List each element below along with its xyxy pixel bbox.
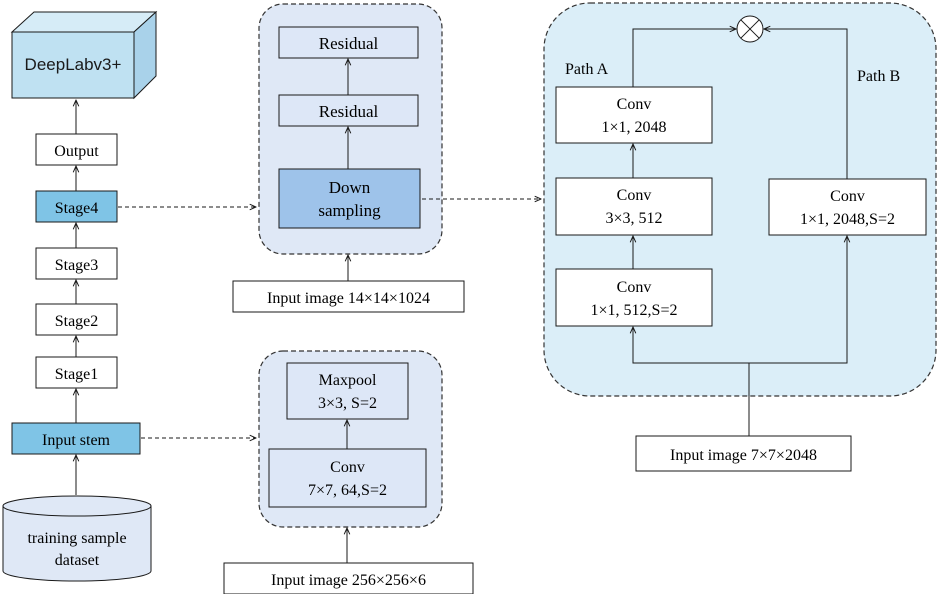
multiply-node [736,15,764,43]
conv-a2-box [555,177,713,236]
dataset-cylinder: training sample dataset [2,495,152,582]
stage4-box [35,190,118,223]
conv-a2-label-line2: 3×3, 512 [605,210,662,227]
down-sampling-box [278,168,421,229]
dataset-label-line1: training sample [27,530,126,547]
down-sampling-label-line1: Down [329,178,371,197]
residual-top-label: Residual [319,34,379,53]
cube-top-face [10,11,158,33]
downsampling-input-box [635,435,852,472]
conv-a3-label-line2: 1×1, 512,S=2 [591,302,678,319]
stage4-label: Stage4 [55,200,99,217]
residual-box-mid [278,94,419,127]
conv-b-box [768,178,927,236]
maxpool-label-line1: Maxpool [319,372,377,389]
residual-box-top [278,26,419,59]
conv-a3-label-line1: Conv [617,279,652,296]
conv-b-label-line2: 1×1, 2048,S=2 [800,211,895,228]
output-box [35,133,118,166]
downsampling-input-label: Input image 7×7×2048 [670,447,817,464]
stage3-label: Stage3 [55,257,99,274]
stem-input-label: Input image 256×256×6 [271,572,426,589]
stage4-input-label: Input image 14×14×1024 [267,290,430,307]
path-a-label: Path A [565,61,609,78]
arrow-split-to-a3 [633,327,749,364]
stage1-label: Stage1 [55,366,99,383]
arrow-split-to-b [749,236,847,364]
residual-mid-label: Residual [319,102,379,121]
conv-a3-box [555,268,713,327]
input-stem-box [11,422,141,455]
input-stem-label: Input stem [42,432,111,449]
stem-conv-box [268,448,427,508]
conv-a2-label-line1: Conv [617,187,652,204]
arrow-a1-to-multiply [632,29,736,87]
maxpool-label-line2: 3×3, S=2 [318,395,377,412]
cube-front-face [11,31,135,99]
stage1-box [35,356,118,389]
deeplabv3-cube: DeepLabv3+ [10,10,158,100]
cylinder-body [2,505,152,582]
dataset-label-line2: dataset [55,552,100,569]
stage2-label: Stage2 [55,313,99,330]
multiply-cross-2 [740,19,760,39]
conv-b-label-line1: Conv [830,188,865,205]
stem-input-box [223,562,474,594]
stem-conv-label-line1: Conv [330,459,365,476]
maxpool-box [286,362,409,420]
stem-conv-label-line2: 7×7, 64,S=2 [308,482,387,499]
cylinder-top [2,495,152,517]
stage3-box [35,247,118,280]
output-label: Output [54,143,99,160]
conv-a1-box [555,86,713,144]
conv-a1-label-line1: Conv [617,96,652,113]
down-sampling-label-line2: sampling [318,201,381,220]
arrow-b-to-multiply [764,29,848,179]
stage2-box [35,303,118,336]
path-b-label: Path B [857,68,900,85]
conv-a1-label-line2: 1×1, 2048 [601,119,666,136]
model-label: DeepLabv3+ [25,55,122,74]
